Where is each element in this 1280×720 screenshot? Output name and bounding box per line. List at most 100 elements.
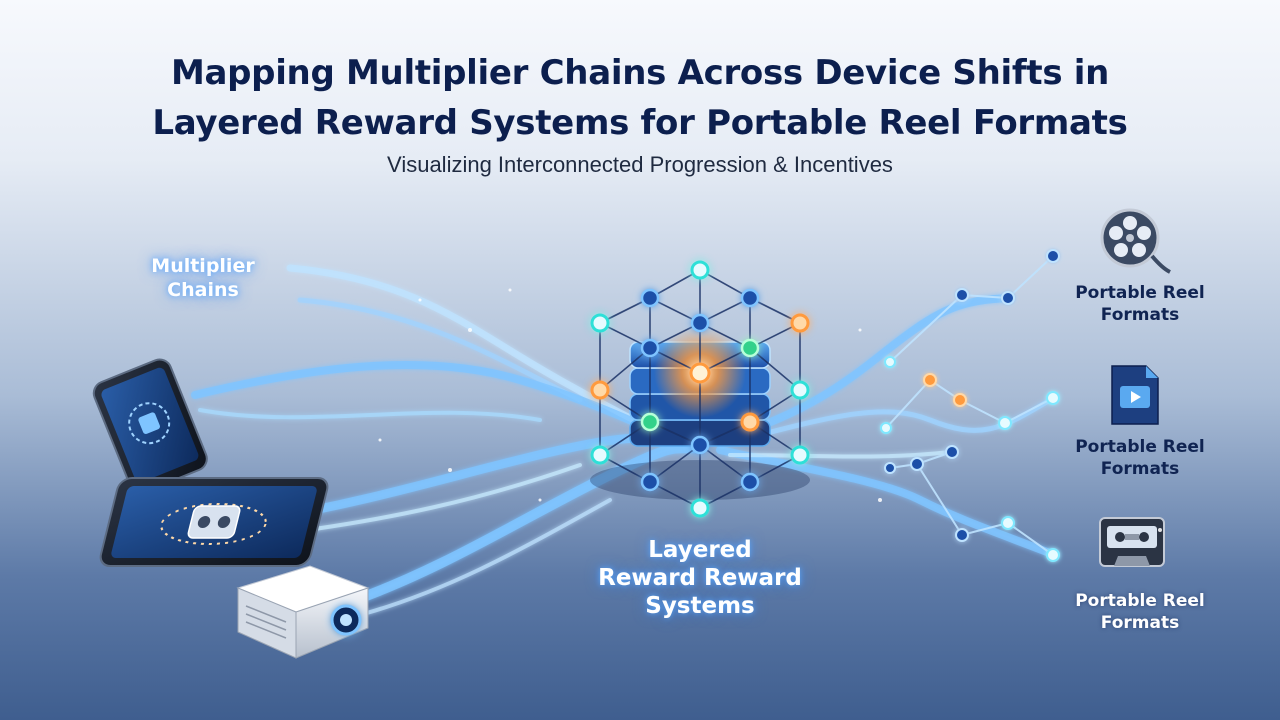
lattice-edge [599,421,801,456]
layered-label-line-2: Reward Reward [598,565,802,591]
sparkle [418,298,422,302]
reel-format-label-3-line-1: Portable Reel [1075,591,1205,611]
stream-8 [358,498,612,617]
cassette-window [1125,534,1139,540]
tablet-icon [99,477,329,567]
title-line-2: Layered Reward Systems for Portable Reel… [152,103,1128,143]
chain-node [880,422,892,434]
layered-label-line-3: Systems [645,593,755,619]
projector-lens-core [340,614,352,626]
cassette-icon [1099,517,1165,567]
sparkle [508,288,512,292]
chain-node [955,528,969,542]
chain-node [910,457,924,471]
reel-format-label-3: Portable Reel Formats [1040,590,1240,634]
chain-node [1001,516,1015,530]
lattice-node [790,445,810,465]
lattice-node [590,445,610,465]
stream-4 [198,408,542,422]
lattice-node [590,380,610,400]
chain-node [1046,391,1060,405]
lattice-node [690,260,710,280]
chain-mid [885,378,1054,429]
sparkle [378,438,382,442]
chain-node [945,445,959,459]
chain-node [1001,291,1015,305]
chain-top [889,255,1054,363]
lattice-nodes [590,260,810,518]
reel-format-label-2: Portable Reel Formats [1040,436,1240,480]
chain-nodes [880,249,1060,562]
title-line-1: Mapping Multiplier Chains Across Device … [170,53,1110,93]
tablet-reel-hole [197,516,211,528]
cassette-spool [1115,532,1125,542]
reel-format-label-1: Portable Reel Formats [1040,282,1240,326]
reel-hole [1132,243,1146,257]
sparkle [448,468,452,472]
chain-node [1046,548,1060,562]
lattice-node [590,313,610,333]
stream-2 [297,297,583,403]
reel-hole [1109,226,1123,240]
lattice-node [740,472,760,492]
lattice-node [740,338,760,358]
out-stream-1 [716,294,1014,444]
file-fold [1146,366,1158,378]
layered-reward-label: Layered Reward Reward Systems [560,536,840,620]
reel-hole [1137,226,1151,240]
projector-vent [245,621,287,639]
play-icon [1131,391,1141,403]
page-title: Mapping Multiplier Chains Across Device … [0,48,1280,148]
phone-chip [138,412,160,434]
reel-format-label-2-line-1: Portable Reel [1075,437,1205,457]
film-reel-icon [1100,208,1171,274]
projector-icon [236,565,370,659]
page-subtitle: Visualizing Interconnected Progression &… [387,152,893,177]
chain-node [998,416,1012,430]
reel-format-label-3-line-2: Formats [1100,613,1180,633]
reel-format-label-1-line-2: Formats [1100,305,1180,325]
tablet-reel-device [187,505,241,539]
chain-node [953,393,967,407]
tablet-reel-hole [217,516,231,528]
lattice-node [640,288,660,308]
chain-node [923,373,937,387]
sparkle [858,328,862,332]
multiplier-chains-label: Multiplier Chains [118,254,288,302]
reel-hub [1126,234,1134,242]
lattice-node [790,380,810,400]
lattice-node [740,288,760,308]
tablet-ring [160,503,267,545]
out-stream-3 [716,446,1059,559]
sparkle [468,328,472,332]
video-file-icon [1111,365,1159,425]
cassette-spool [1139,532,1149,542]
sparkles [378,288,1162,532]
reel-film-tail [1150,254,1171,274]
sparkle [878,498,882,502]
lattice-node [640,472,660,492]
reel-format-label-2-line-2: Formats [1100,459,1180,479]
lattice-node [790,313,810,333]
out-stream-4 [728,450,952,459]
cassette-base [1114,556,1150,566]
chain-node [1046,249,1060,263]
lattice-node [640,338,660,358]
multiplier-label-line-1: Multiplier [151,255,255,277]
projector-vent [245,605,287,623]
lattice-node [740,412,760,432]
projector-vent [245,613,287,631]
stream-7 [350,443,705,605]
multiplier-label-line-2: Chains [167,279,239,301]
reel-hole [1123,216,1137,230]
lattice-node [640,412,660,432]
sparkle [538,498,542,502]
sparkle [1158,528,1162,532]
smartphone-icon [92,358,208,494]
lattice-node [690,435,710,455]
layered-label-line-1: Layered [648,537,752,563]
chain-node [955,288,969,302]
chain-bottom [916,463,1054,556]
lattice-node [690,498,710,518]
